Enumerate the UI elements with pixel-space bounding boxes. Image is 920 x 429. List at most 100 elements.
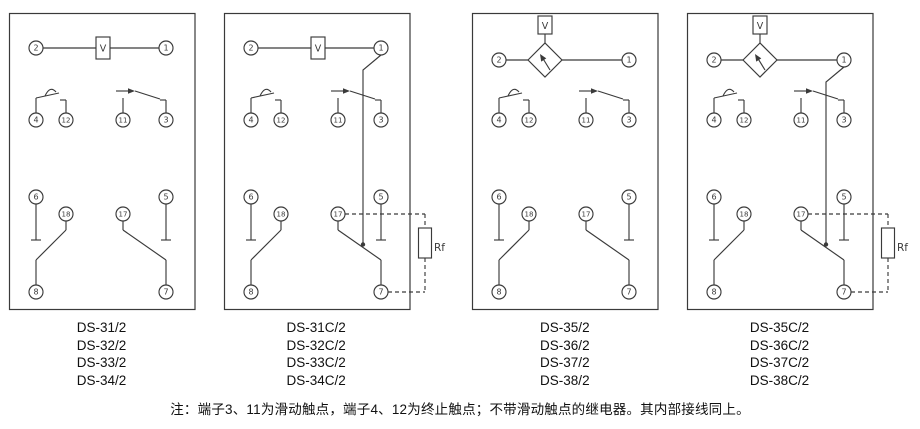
svg-text:3: 3	[627, 116, 632, 125]
terminal-1: 1	[621, 52, 637, 68]
output-contact-right	[800, 204, 849, 285]
svg-text:1: 1	[378, 44, 383, 53]
output-contact-right	[337, 204, 386, 285]
contact-arrow-icon	[128, 88, 135, 94]
panel-border	[223, 12, 411, 311]
svg-text:11: 11	[119, 117, 128, 125]
svg-text:6: 6	[33, 193, 38, 202]
terminal-3: 3	[836, 112, 852, 128]
terminal-1: 1	[836, 52, 852, 68]
svg-text:2: 2	[497, 56, 502, 65]
terminal-17: 17	[578, 206, 594, 222]
rf-resistor: Rf	[344, 213, 445, 293]
terminal-1: 1	[158, 40, 174, 56]
svg-text:12: 12	[62, 117, 71, 125]
terminal-12: 12	[521, 112, 537, 128]
model-label: DS-37C/2	[749, 355, 810, 370]
svg-text:11: 11	[582, 117, 591, 125]
terminal-3: 3	[158, 112, 174, 128]
terminal-3: 3	[621, 112, 637, 128]
terminal-17: 17	[115, 206, 131, 222]
terminal-12: 12	[273, 112, 289, 128]
svg-text:18: 18	[525, 211, 534, 219]
terminal-12: 12	[736, 112, 752, 128]
svg-text:1: 1	[841, 56, 846, 65]
output-contact-right	[585, 204, 635, 285]
svg-text:17: 17	[333, 211, 342, 219]
svg-text:17: 17	[582, 211, 591, 219]
svg-text:7: 7	[627, 288, 632, 297]
svg-text:17: 17	[797, 211, 806, 219]
terminal-7: 7	[373, 284, 389, 300]
terminal-2: 2	[491, 52, 507, 68]
model-label: DS-33/2	[76, 355, 127, 370]
terminal-5: 5	[836, 189, 852, 205]
rectifier-bridge	[527, 42, 564, 78]
model-label: DS-38/2	[540, 372, 590, 388]
svg-text:3: 3	[163, 116, 168, 125]
terminal-8: 8	[491, 284, 507, 300]
terminal-2: 2	[28, 40, 44, 56]
model-label: DS-32/2	[76, 337, 127, 353]
rf-resistor: Rf	[807, 213, 908, 293]
output-contact-left	[708, 204, 745, 285]
terminal-2: 2	[706, 52, 722, 68]
panel-border	[8, 12, 196, 311]
terminal-18: 18	[273, 206, 289, 222]
sliding-contact-left	[35, 88, 67, 113]
sliding-contact-right	[579, 88, 630, 113]
model-label: DS-32C/2	[286, 337, 346, 353]
svg-text:8: 8	[711, 288, 716, 297]
svg-text:5: 5	[627, 193, 632, 202]
sliding-contact-left	[498, 88, 530, 113]
contact-arrow-icon	[805, 88, 813, 94]
svg-text:5: 5	[163, 193, 168, 202]
svg-text:7: 7	[841, 288, 846, 297]
terminal-18: 18	[521, 206, 537, 222]
terminal-4: 4	[28, 112, 44, 128]
svg-text:18: 18	[740, 211, 749, 219]
svg-text:12: 12	[525, 117, 534, 125]
svg-text:3: 3	[378, 116, 383, 125]
output-contact-left	[245, 204, 282, 285]
contact-arrow-icon	[342, 88, 350, 94]
svg-text:2: 2	[711, 56, 716, 65]
rectifier-arrow-icon	[540, 54, 547, 62]
terminal-11: 11	[115, 112, 131, 128]
terminal-6: 6	[491, 189, 507, 205]
terminal-18: 18	[736, 206, 752, 222]
model-label: DS-36C/2	[749, 337, 810, 353]
terminal-11: 11	[330, 112, 346, 128]
rectifier-arrow-icon	[754, 54, 762, 62]
svg-text:5: 5	[841, 193, 846, 202]
svg-text:Rf: Rf	[434, 242, 445, 254]
svg-text:5: 5	[378, 193, 383, 202]
svg-text:V: V	[100, 44, 107, 55]
model-label: DS-34/2	[76, 372, 127, 388]
svg-text:4: 4	[248, 116, 253, 125]
model-label: DS-37/2	[540, 355, 590, 370]
svg-text:17: 17	[119, 211, 128, 219]
output-contact-right	[122, 204, 171, 285]
svg-text:V: V	[757, 21, 764, 32]
output-contact-left	[31, 204, 67, 285]
svg-text:7: 7	[378, 288, 383, 297]
svg-text:4: 4	[33, 116, 38, 125]
svg-text:1: 1	[163, 44, 168, 53]
svg-text:V: V	[314, 44, 321, 55]
svg-text:8: 8	[248, 288, 253, 297]
series-link-from-terminal-1	[360, 54, 382, 247]
model-label: DS-35/2	[540, 320, 590, 335]
sliding-contact-left	[713, 88, 745, 113]
svg-text:3: 3	[841, 116, 846, 125]
model-label: DS-34C/2	[286, 372, 346, 388]
